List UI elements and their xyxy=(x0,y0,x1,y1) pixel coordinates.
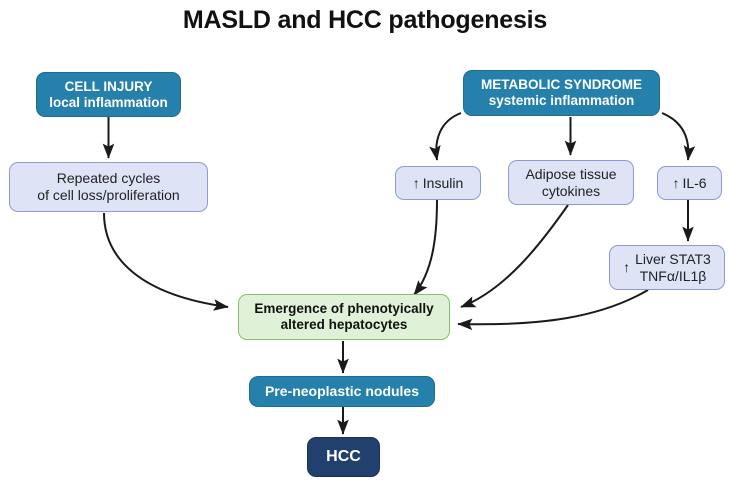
node-adipose-cytokines[interactable]: Adipose tissue cytokines xyxy=(508,160,634,205)
edge-repeated-cycles-to-hepatocytes xyxy=(103,212,229,311)
cell-injury-line1: CELL INJURY xyxy=(64,78,153,94)
up-arrow-icon: ↑ xyxy=(672,174,680,191)
node-insulin[interactable]: ↑ Insulin xyxy=(395,166,481,200)
hcc-label: HCC xyxy=(326,447,361,465)
node-il6[interactable]: ↑ IL-6 xyxy=(657,166,722,200)
insulin-label: Insulin xyxy=(422,174,464,191)
page-title: MASLD and HCC pathogenesis xyxy=(182,6,548,34)
node-metabolic-syndrome[interactable]: METABOLIC SYNDROME systemic inflammation xyxy=(463,70,660,116)
edge-metabolic-syndrome-to-insulin xyxy=(429,112,462,161)
il6-label: IL-6 xyxy=(682,174,707,191)
node-hcc[interactable]: HCC xyxy=(307,437,380,477)
metabolic-syndrome-line1: METABOLIC SYNDROME xyxy=(481,77,642,93)
hepatocytes-line1: Emergence of phenotyically xyxy=(254,301,434,317)
edge-metabolic-syndrome-to-il6 xyxy=(661,112,696,161)
adipose-line2: cytokines xyxy=(541,182,601,199)
hepatocytes-line2: altered hepatocytes xyxy=(280,317,408,332)
node-repeated-cycles[interactable]: Repeated cycles of cell loss/proliferati… xyxy=(9,162,208,212)
liver-stat3-line2: TNFα/IL1β xyxy=(639,267,707,284)
node-cell-injury[interactable]: CELL INJURY local inflammation xyxy=(36,72,181,117)
adipose-line1: Adipose tissue xyxy=(525,165,617,182)
edge-liver-stat3-to-hepatocytes xyxy=(457,289,649,331)
edge-adipose-to-hepatocytes xyxy=(460,204,569,308)
node-liver-stat3[interactable]: ↑ Liver STAT3 TNFα/IL1β xyxy=(609,245,725,290)
cell-injury-line2: local inflammation xyxy=(49,94,168,110)
edge-insulin-to-hepatocytes xyxy=(413,199,438,296)
node-preneoplastic-nodules[interactable]: Pre-neoplastic nodules xyxy=(249,376,435,407)
repeated-cycles-line1: Repeated cycles xyxy=(56,170,161,187)
up-arrow-icon: ↑ xyxy=(623,259,631,276)
repeated-cycles-line2: of cell loss/proliferation xyxy=(37,187,180,203)
up-arrow-icon: ↑ xyxy=(412,174,420,191)
node-hepatocytes[interactable]: Emergence of phenotyically altered hepat… xyxy=(238,294,450,340)
preneoplastic-label: Pre-neoplastic nodules xyxy=(264,383,420,400)
liver-stat3-line1: Liver STAT3 xyxy=(635,250,711,267)
metabolic-syndrome-line2: systemic inflammation xyxy=(488,93,635,108)
